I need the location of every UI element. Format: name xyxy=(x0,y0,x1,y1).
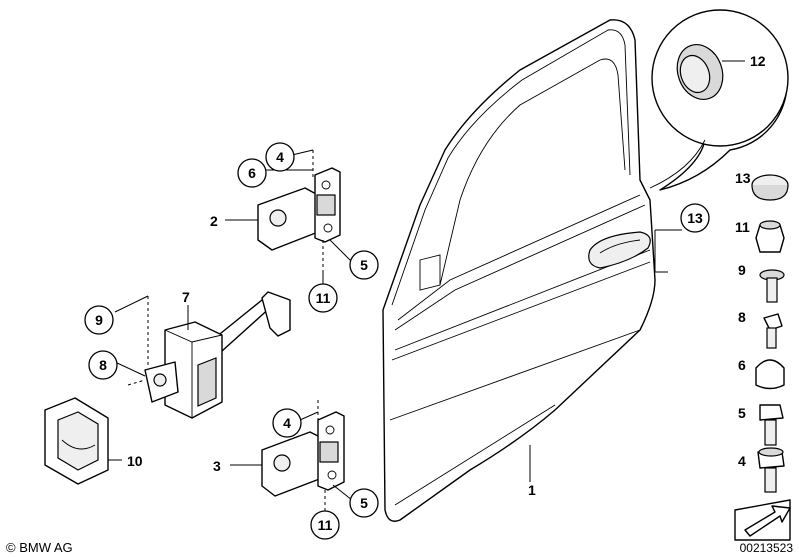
sidebar-num-13: 13 xyxy=(735,170,751,186)
callout-6: 6 xyxy=(237,158,267,188)
parts-sidebar xyxy=(734,174,791,541)
svg-text:6: 6 xyxy=(248,165,256,181)
label-12: 12 xyxy=(750,53,766,69)
copyright: © BMW AG xyxy=(6,540,73,555)
svg-text:9: 9 xyxy=(95,312,103,328)
document-number: 00213523 xyxy=(739,541,793,555)
svg-text:11: 11 xyxy=(318,517,333,533)
lower-hinge xyxy=(261,400,345,515)
callout-5-lower: 5 xyxy=(349,488,379,518)
sidebar-num-8: 8 xyxy=(738,309,746,325)
door-shell xyxy=(382,19,656,522)
sidebar-num-5: 5 xyxy=(738,405,746,421)
svg-text:4: 4 xyxy=(283,415,291,431)
svg-text:5: 5 xyxy=(360,257,368,273)
callout-4-lower: 4 xyxy=(272,408,302,438)
sidebar-num-6: 6 xyxy=(738,357,746,373)
label-1: 1 xyxy=(528,482,536,498)
label-10: 10 xyxy=(127,453,143,469)
callout-11-upper: 11 xyxy=(308,283,338,313)
svg-text:5: 5 xyxy=(360,495,368,511)
sidebar-num-11: 11 xyxy=(735,219,750,235)
sidebar-num-4: 4 xyxy=(738,453,746,469)
sidebar-num-9: 9 xyxy=(738,262,746,278)
svg-text:8: 8 xyxy=(99,357,107,373)
callout-13-door: 13 xyxy=(680,203,710,233)
svg-text:11: 11 xyxy=(316,290,331,306)
label-2: 2 xyxy=(210,213,218,229)
callout-8: 8 xyxy=(88,350,118,380)
label-7: 7 xyxy=(182,289,190,305)
svg-text:4: 4 xyxy=(276,149,284,165)
label-3: 3 xyxy=(213,458,221,474)
upper-hinge xyxy=(257,150,341,270)
callout-9: 9 xyxy=(84,305,114,335)
svg-text:13: 13 xyxy=(687,210,703,226)
callout-5-upper: 5 xyxy=(349,250,379,280)
door-check-strap xyxy=(127,291,291,419)
grommet xyxy=(44,397,109,485)
callout-4-upper: 4 xyxy=(265,142,295,172)
callout-11-lower: 11 xyxy=(310,510,340,540)
plug-detail-bubble xyxy=(649,9,789,191)
